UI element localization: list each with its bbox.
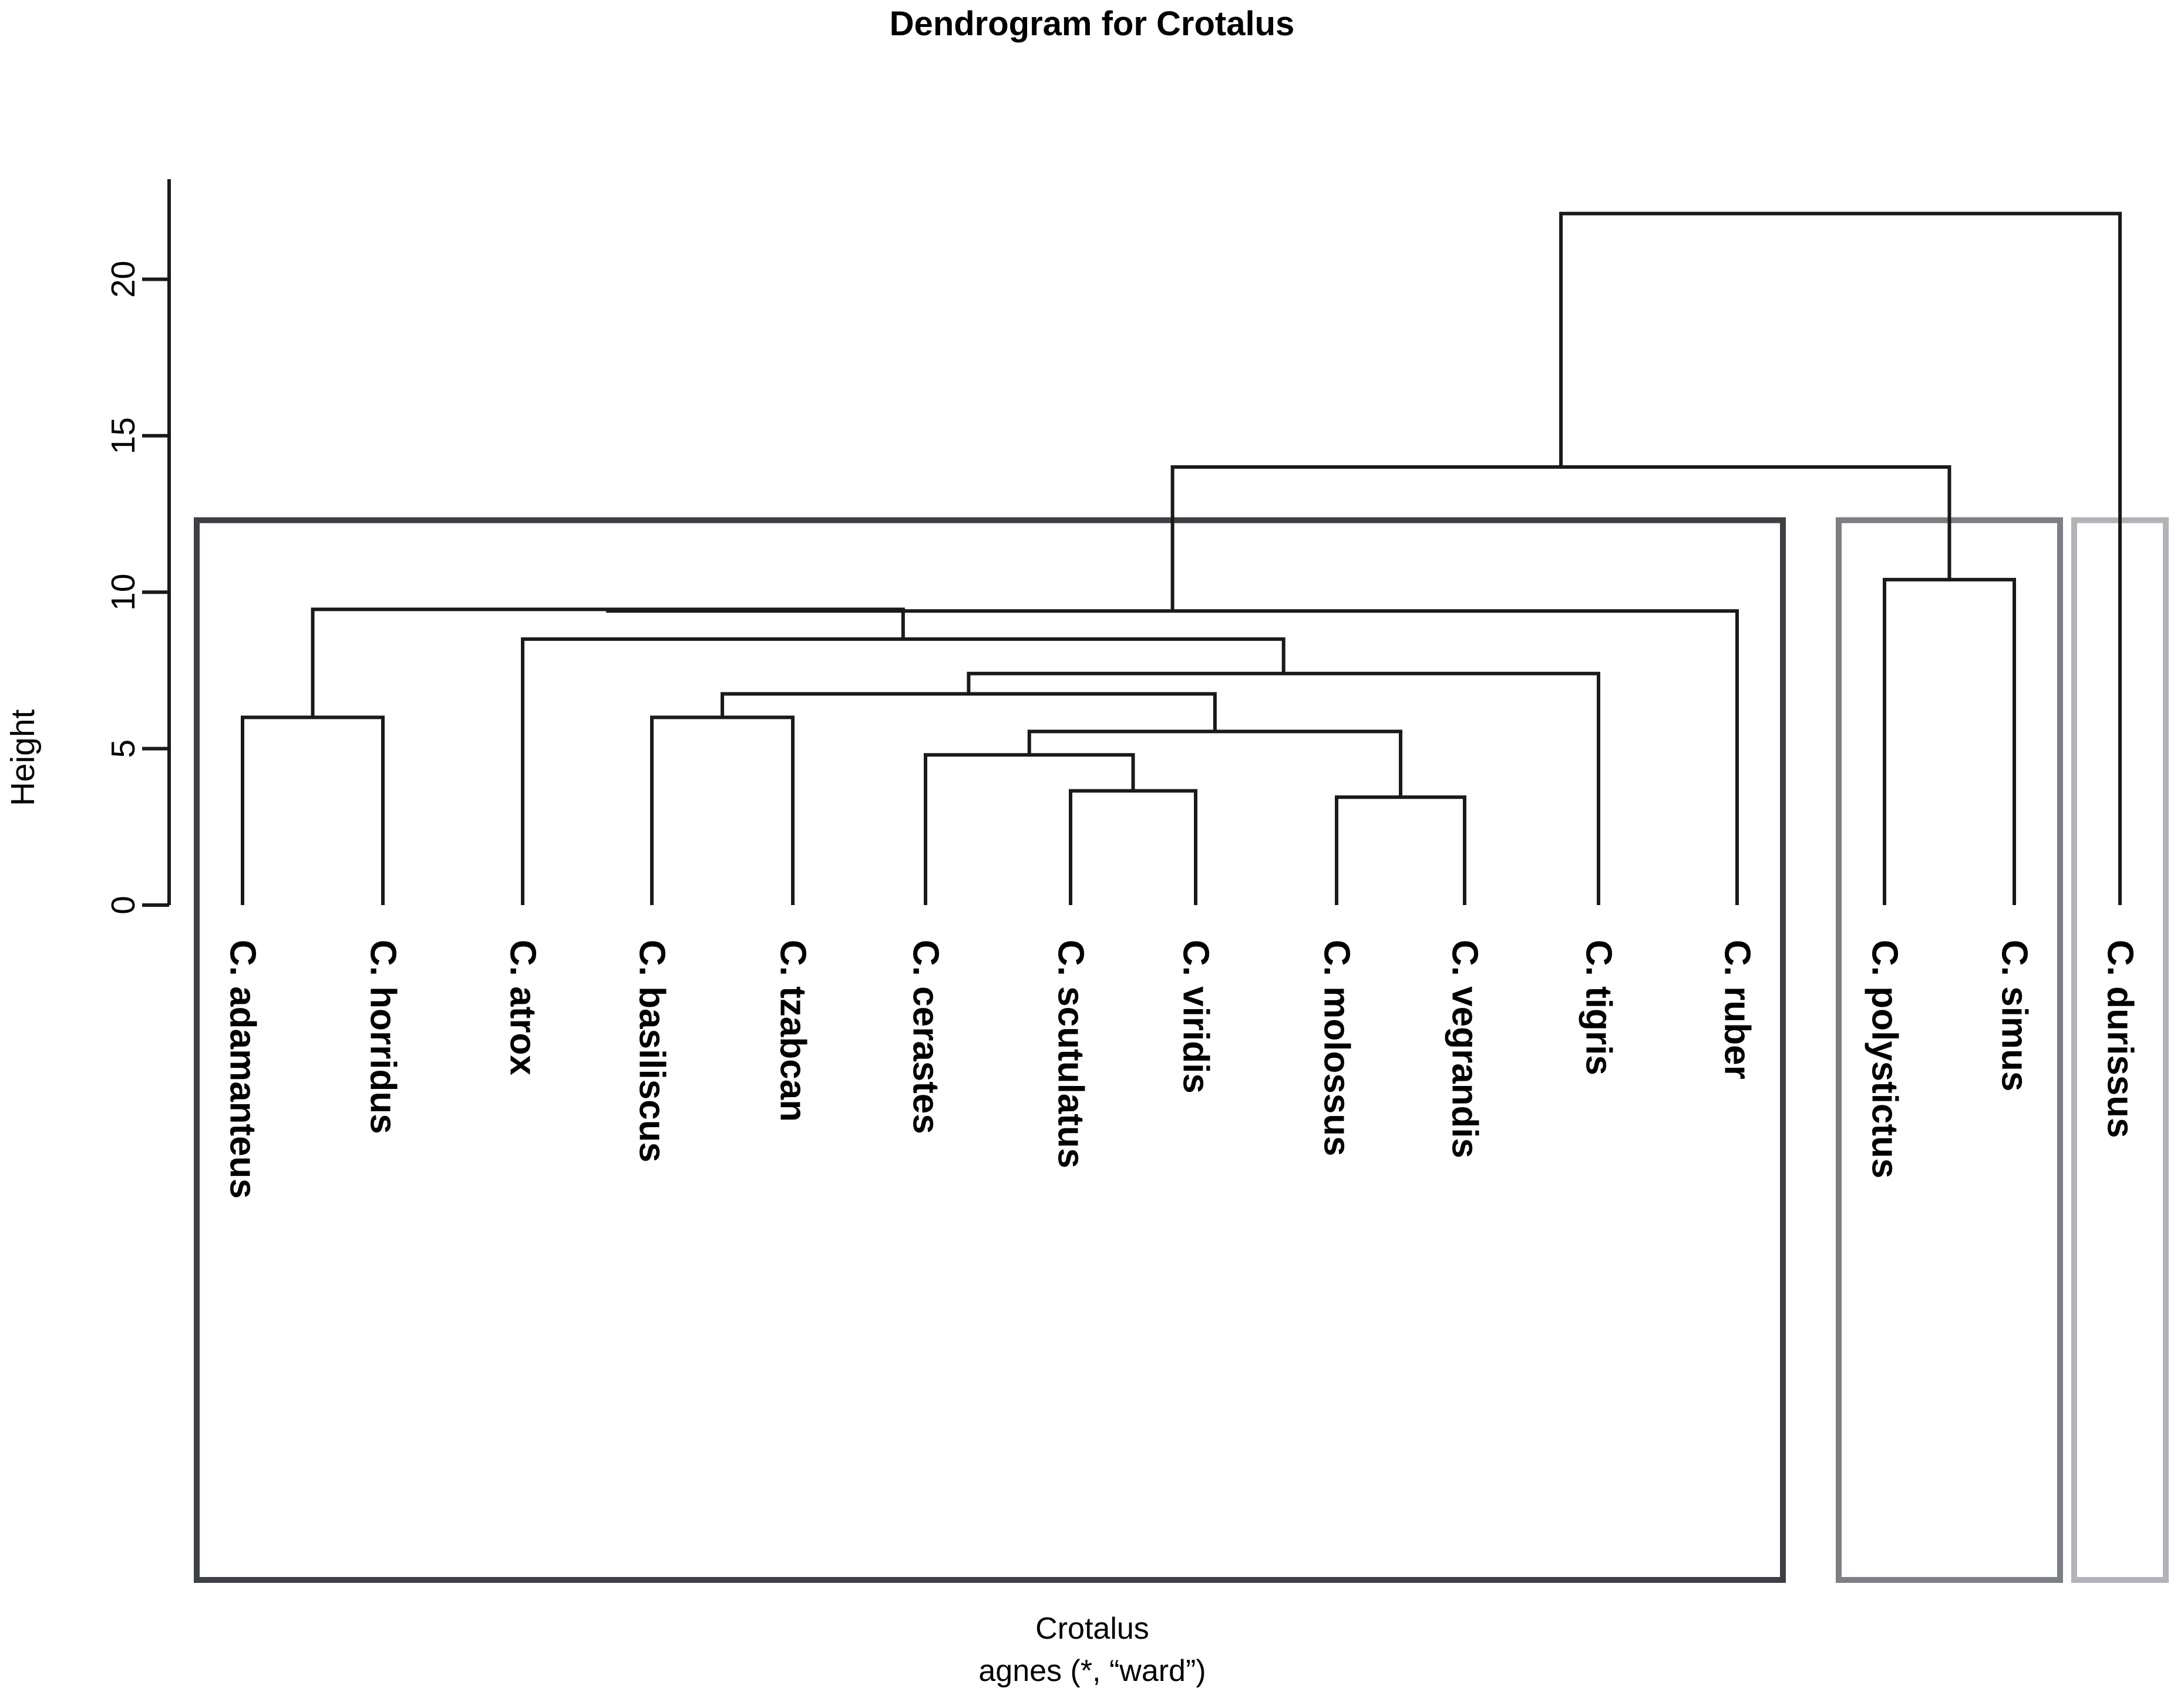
dendrogram-branch <box>1559 211 2122 905</box>
y-axis-group <box>142 179 171 907</box>
leaf-label: C. viridis <box>1176 940 1216 1094</box>
dendrogram-branch <box>1027 729 1402 798</box>
y-axis-tick-label: 10 <box>105 574 142 611</box>
dendrogram-branch <box>650 715 795 905</box>
x-axis-caption-line-1: Crotalus <box>1035 1612 1149 1646</box>
dendrogram-branch <box>1170 465 1951 611</box>
y-axis-title: Height <box>4 709 42 806</box>
leaf-label: C. vegrandis <box>1445 940 1485 1158</box>
dendrogram-branch <box>1069 789 1197 905</box>
leaf-label: C. ruber <box>1717 940 1758 1080</box>
leaf-label: C. simus <box>1994 940 2035 1091</box>
leaf-label-group: C. adamanteus C. horridus C. atrox C. basil… <box>223 940 2141 1199</box>
leaf-label: C. scutulatus <box>1051 940 1091 1168</box>
leaf-label: C. cerastes <box>906 940 946 1134</box>
x-axis-caption-line-2: agnes (*, “ward”) <box>978 1654 1206 1688</box>
leaf-label: C. basiliscus <box>632 940 672 1162</box>
y-tick-label-group: 0 5 10 15 20 <box>105 261 142 914</box>
dendrogram-branch <box>721 692 1217 732</box>
cluster-box <box>194 517 1786 1583</box>
dendrogram-branch <box>1883 577 2016 905</box>
leaf-label: C. horridus <box>363 940 403 1134</box>
leaf-label: C. polystictus <box>1865 940 1905 1179</box>
dendrogram-branch <box>924 753 1135 905</box>
leaf-label: C. atrox <box>503 940 543 1075</box>
dendrogram-branch <box>967 671 1600 905</box>
dendrogram-branch <box>606 609 1739 905</box>
branch-group <box>241 211 2122 905</box>
dendrogram-branch <box>521 637 1286 905</box>
dendrogram-branch <box>1335 795 1466 905</box>
y-axis-tick-label: 0 <box>105 896 142 914</box>
leaf-label: C. adamanteus <box>223 940 263 1199</box>
dendrogram-branch <box>241 715 385 905</box>
y-axis-tick-label: 5 <box>105 739 142 758</box>
leaf-label: C. tzabcan <box>773 940 813 1122</box>
y-axis-tick-label: 15 <box>105 417 142 454</box>
y-axis-tick-label: 20 <box>105 261 142 298</box>
leaf-label: C. molossus <box>1317 940 1357 1156</box>
dendrogram-branch <box>311 607 905 718</box>
leaf-label: C. durissus <box>2100 940 2141 1138</box>
leaf-label: C. tigris <box>1579 940 1619 1075</box>
page-title: Dendrogram for Crotalus <box>889 4 1295 43</box>
